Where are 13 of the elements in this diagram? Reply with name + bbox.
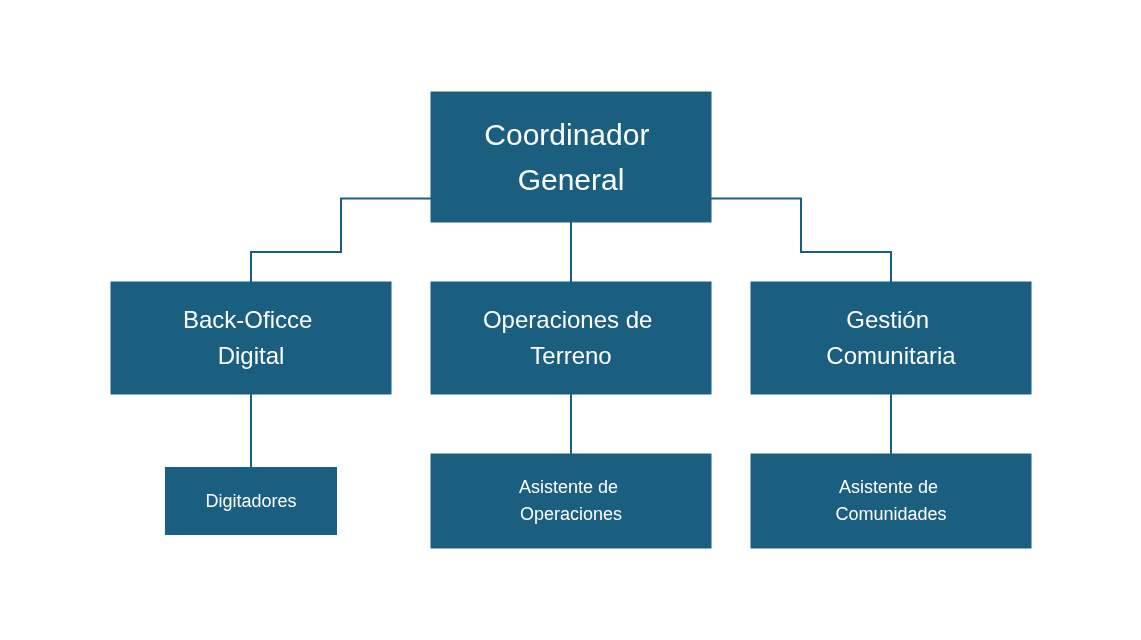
connector bbox=[569, 393, 572, 455]
node-box: Asistente de Operaciones bbox=[430, 453, 711, 549]
connector bbox=[889, 393, 892, 455]
node-box: Gestión Comunitaria bbox=[750, 281, 1031, 395]
connector bbox=[249, 393, 252, 469]
node-box: Digitadores bbox=[164, 467, 337, 535]
connector bbox=[709, 197, 892, 283]
node-box: Operaciones de Terreno bbox=[430, 281, 711, 395]
node-box: Coordinador General bbox=[430, 91, 711, 223]
connector bbox=[569, 221, 572, 283]
node-box: Asistente de Comunidades bbox=[750, 453, 1031, 549]
connector bbox=[249, 197, 432, 283]
node-box: Back-Oficce Digital bbox=[110, 281, 391, 395]
